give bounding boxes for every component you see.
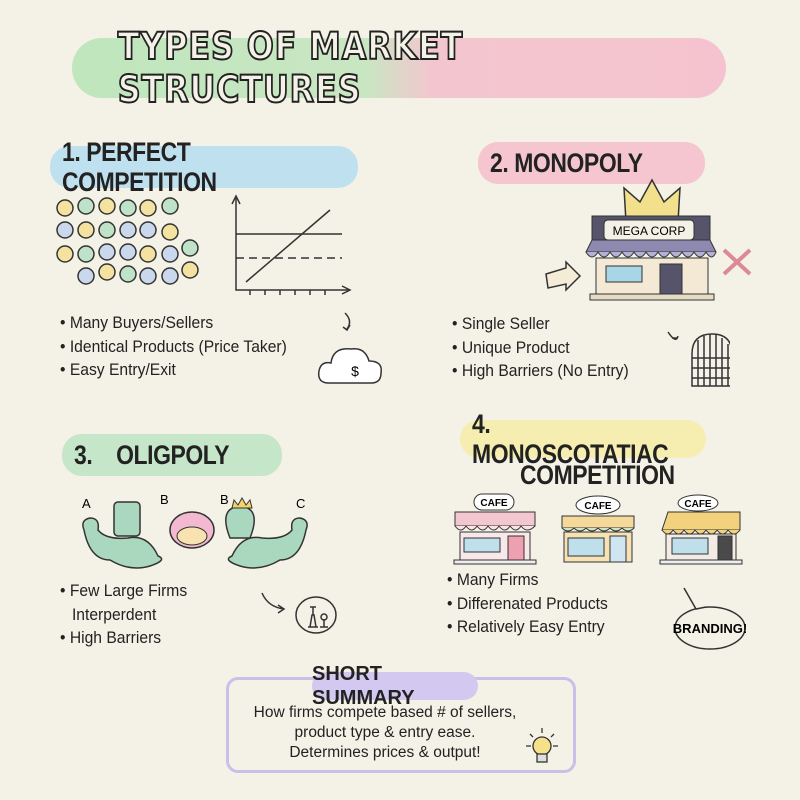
section-heading-oligopoly: 3. OLIGPOLY [62,434,282,476]
monopoly-bullets: Single Seller Unique Product High Barrie… [452,312,644,383]
cafes-illustration: CAFE CAFE CAFE [453,493,743,565]
cafe-store-yellow: CAFE [561,495,635,563]
monopoly-store-illustration: MEGA CORP [545,178,752,301]
cafe-store-pink: CAFE [453,493,537,565]
cross-icon [722,248,752,276]
oligopoly-firms-illustration: A B B C [82,492,308,569]
crowd-faces-icon [56,197,199,285]
branding-text: BRANDING! [673,621,747,636]
oligopoly-bullets: Few Large Firms Interperdent High Barrie… [60,579,198,650]
section-heading-perfect-competition: 1. PERFECT COMPETITION [50,137,358,197]
section-heading-monopoly: 2. MONOPOLY [478,142,705,184]
summary-title: SHORT SUMMARY [312,663,478,709]
supply-demand-graph [231,194,352,295]
summary-text: How firms compete based # of sellers, pr… [253,704,517,761]
happy-cloud-dollar-icon: $ [317,312,382,384]
section-heading-monopolistic-competition: 4. MONOSCOTATIAC [460,409,706,469]
perfect-competition-illustration [56,194,352,295]
chess-thought-icon [261,592,337,634]
firm-label: C [296,496,305,511]
firm-label: B [220,492,229,507]
cafe-sign: CAFE [684,499,712,510]
cloud-dollar-symbol: $ [351,363,359,379]
cafe-sign: CAFE [584,501,612,512]
store-sign: MEGA CORP [613,224,686,238]
cage-icon [667,331,730,387]
lightbulb-icon [526,728,558,763]
section-heading-line2: COMPETITION [520,460,675,490]
perfect-competition-bullets: Many Buyers/Sellers Identical Products (… [60,311,307,382]
branding-speech-bubble: BRANDING! [673,587,747,650]
cafe-store-gold: CAFE [659,494,743,565]
monopolistic-competition-bullets: Many Firms Differenated Products Relativ… [447,568,622,639]
firm-label: B [160,492,169,507]
arrow-icon [545,260,582,292]
cafe-sign: CAFE [480,498,508,509]
page-title: TYPES OF MARKET STRUCTURES [72,24,726,112]
firm-label: A [82,496,91,511]
